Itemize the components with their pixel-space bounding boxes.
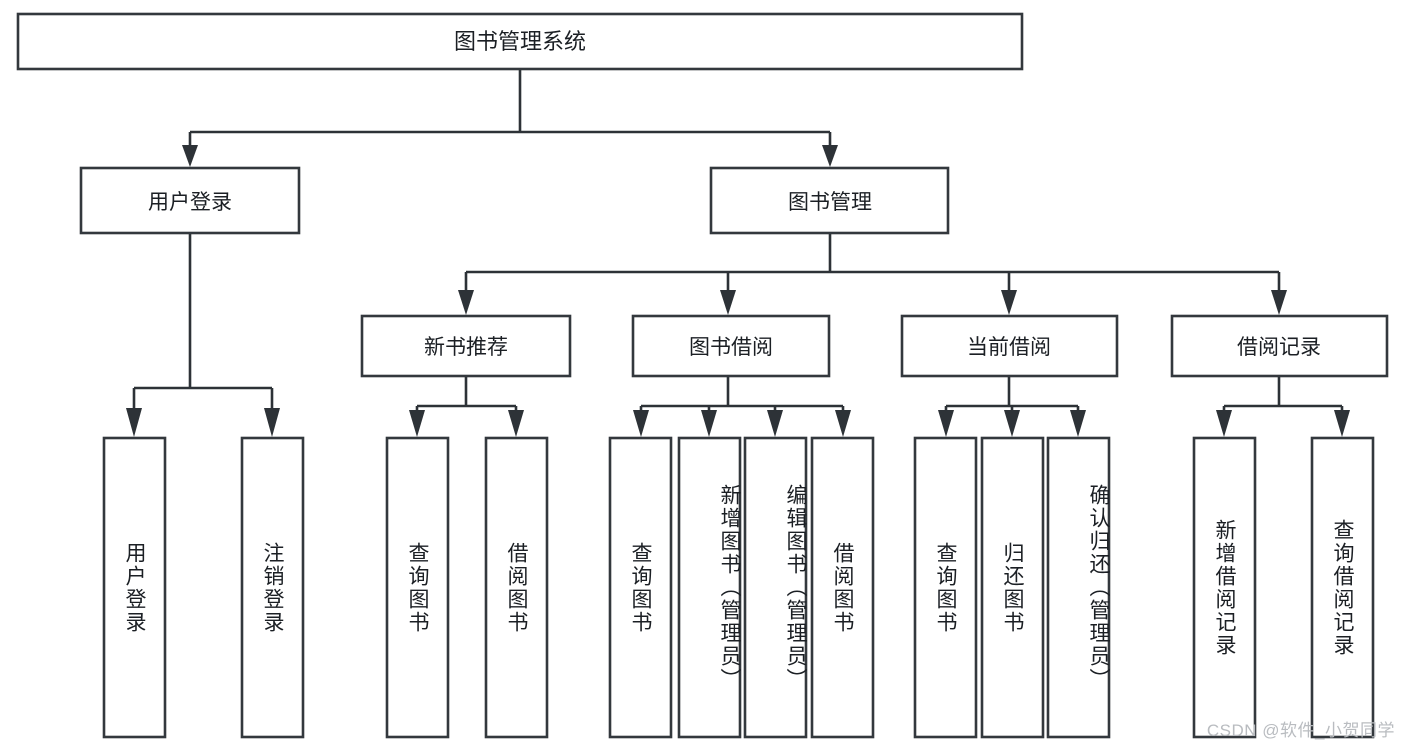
watermark-text: CSDN @软件_小贺同学 (1206, 721, 1395, 740)
arrow-record-leaf1 (1216, 410, 1232, 437)
node-root-box[interactable] (16, 12, 1024, 71)
leaf-box-return-book[interactable] (980, 436, 1045, 739)
arrow-borrow-leaf3 (767, 410, 783, 437)
node-book-management[interactable]: 图书管理 (709, 166, 950, 235)
arrow-current-leaf2 (1004, 410, 1020, 437)
node-book-management-box[interactable] (709, 166, 950, 235)
node-root-label: 图书管理系统 (454, 29, 586, 54)
node-root[interactable]: 图书管理系统 (16, 12, 1024, 71)
node-user-login-box[interactable] (79, 166, 301, 235)
leaf-box-add-book[interactable] (677, 436, 742, 739)
leaf-box-query-book-2[interactable] (608, 436, 673, 739)
node-borrow-record-box[interactable] (1170, 314, 1389, 378)
arrow-record-leaf2 (1334, 410, 1350, 437)
leaf-box-query-book-3[interactable] (913, 436, 978, 739)
node-borrow-record[interactable]: 借阅记录 (1170, 314, 1389, 378)
arrow-borrow (720, 290, 736, 315)
node-new-book-recommend-box[interactable] (360, 314, 572, 378)
node-new-book-recommend-label: 新书推荐 (424, 336, 508, 359)
arrow-user-login (182, 145, 198, 167)
node-book-borrow[interactable]: 图书借阅 (631, 314, 831, 378)
node-current-borrow[interactable]: 当前借阅 (900, 314, 1119, 378)
node-borrow-record-label: 借阅记录 (1237, 336, 1321, 359)
arrow-borrow-leaf1 (633, 410, 649, 437)
arrow-newbook-leaf1 (409, 410, 425, 437)
node-user-login-label: 用户登录 (148, 191, 232, 214)
arrow-current (1001, 290, 1017, 315)
arrow-current-leaf3 (1070, 410, 1086, 437)
connector-group (126, 69, 1350, 437)
leaf-box-borrow-book-2[interactable] (810, 436, 875, 739)
node-book-borrow-box[interactable] (631, 314, 831, 378)
leaf-box-user-login[interactable] (102, 436, 167, 739)
arrow-borrow-leaf2 (701, 410, 717, 437)
node-current-borrow-label: 当前借阅 (967, 336, 1051, 359)
node-book-borrow-label: 图书借阅 (689, 336, 773, 359)
leaf-box-edit-book[interactable] (743, 436, 808, 739)
arrow-newbook (458, 290, 474, 315)
arrow-newbook-leaf2 (508, 410, 524, 437)
arrow-record (1271, 290, 1287, 315)
leaf-box-query-book-1[interactable] (385, 436, 450, 739)
node-user-login[interactable]: 用户登录 (79, 166, 301, 235)
leaf-box-logout[interactable] (240, 436, 305, 739)
arrow-leaf-user-login (126, 408, 142, 437)
node-current-borrow-box[interactable] (900, 314, 1119, 378)
node-new-book-recommend[interactable]: 新书推荐 (360, 314, 572, 378)
node-book-management-label: 图书管理 (788, 191, 872, 214)
arrow-leaf-logout (264, 408, 280, 437)
leaf-box-add-record[interactable] (1192, 436, 1257, 739)
arrow-book-mgmt (822, 145, 838, 167)
arrow-borrow-leaf4 (835, 410, 851, 437)
leaf-box-query-record[interactable] (1310, 436, 1375, 739)
leaf-box-borrow-book-1[interactable] (484, 436, 549, 739)
arrow-current-leaf1 (938, 410, 954, 437)
leaf-box-confirm-return[interactable] (1046, 436, 1111, 739)
